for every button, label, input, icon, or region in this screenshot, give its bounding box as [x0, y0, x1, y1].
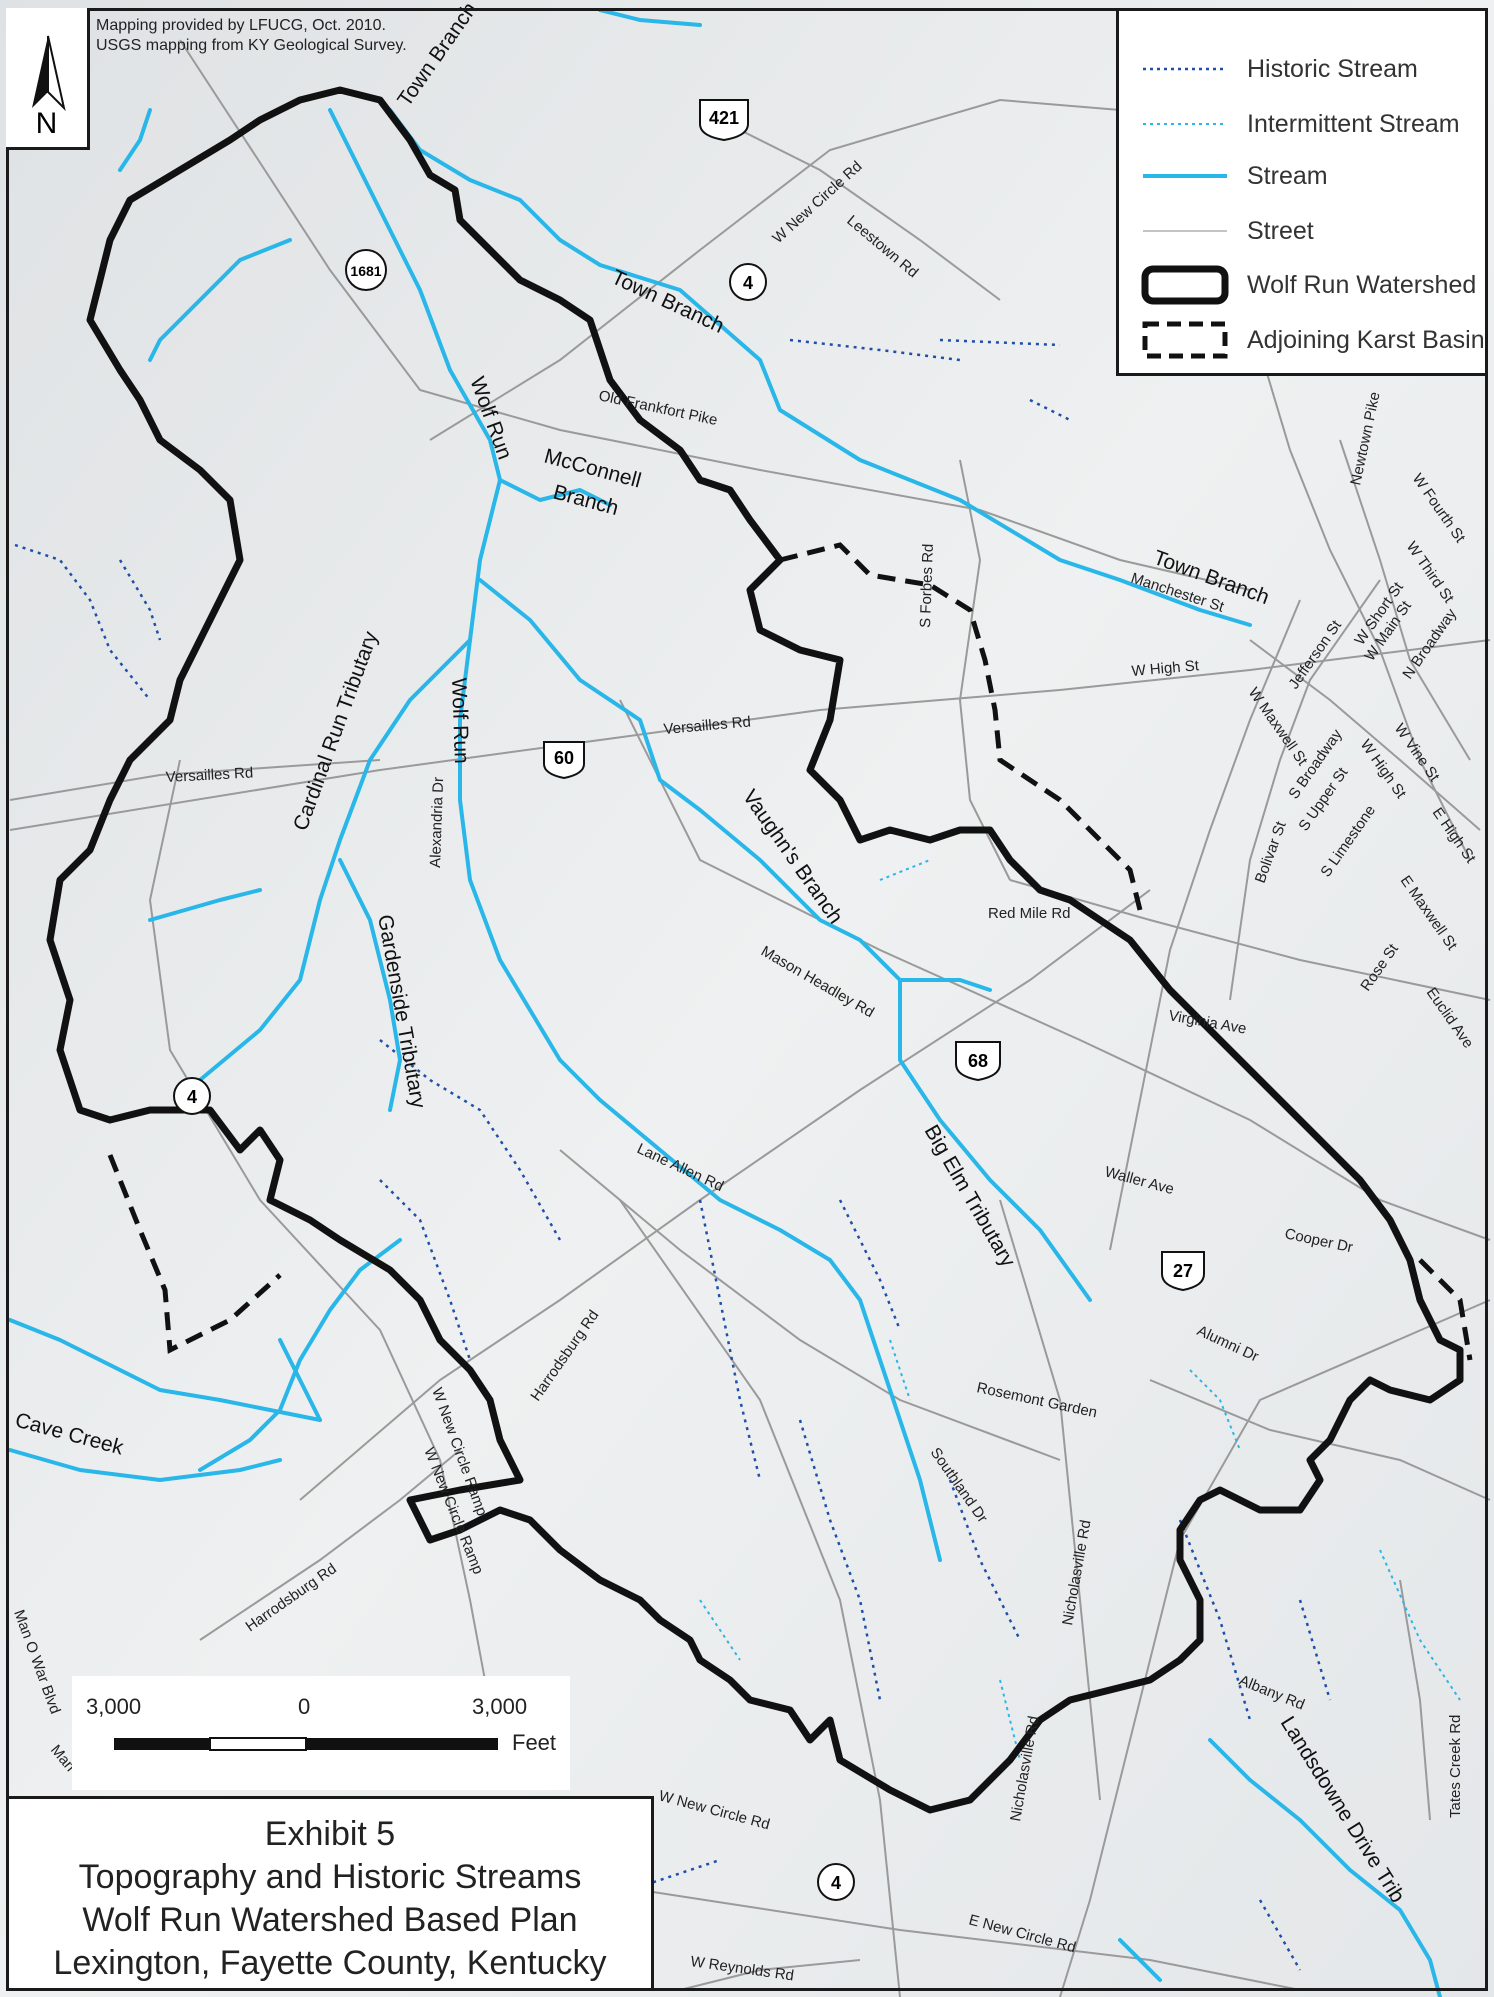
- credit-line-1: Mapping provided by LFUCG, Oct. 2010.: [96, 17, 386, 34]
- svg-text:W High St: W High St: [1131, 657, 1201, 680]
- location-title: Lexington, Fayette County, Kentucky: [53, 1944, 607, 1982]
- intermittent-stream-symbol-icon: [1143, 123, 1227, 125]
- scale-bar-graphic: [114, 1737, 498, 1751]
- svg-text:S Forbes Rd: S Forbes Rd: [917, 543, 937, 628]
- credit-line-2: USGS mapping from KY Geological Survey.: [96, 37, 407, 54]
- route-shield-27: 27: [1161, 1251, 1205, 1292]
- mapping-credit: Mapping provided by LFUCG, Oct. 2010. US…: [96, 16, 407, 56]
- intermittent-streams: [699, 859, 1461, 1761]
- route-shield-4-west: 4: [173, 1077, 211, 1115]
- svg-text:4: 4: [187, 1087, 197, 1107]
- route-shield-1681: 1681: [345, 249, 387, 291]
- streams: [8, 8, 1442, 1997]
- legend-intermittent-stream: Intermittent Stream: [1139, 102, 1460, 146]
- svg-text:27: 27: [1173, 1261, 1193, 1281]
- route-shield-421: 421: [699, 99, 749, 142]
- legend-historic-stream: Historic Stream: [1139, 47, 1418, 91]
- svg-text:Wolf Run: Wolf Run: [447, 677, 473, 764]
- route-shield-60: 60: [543, 741, 585, 780]
- legend-label: Street: [1247, 216, 1314, 245]
- svg-text:Versailles Rd: Versailles Rd: [165, 764, 253, 786]
- stream-symbol-icon: [1143, 174, 1227, 178]
- north-arrow-icon: [32, 35, 66, 112]
- karst-basin-symbol-icon: [1142, 321, 1228, 359]
- svg-text:60: 60: [554, 748, 574, 768]
- legend-karst-basin: Adjoining Karst Basin: [1139, 318, 1485, 362]
- plan-title: Wolf Run Watershed Based Plan: [82, 1901, 578, 1939]
- north-arrow-box: N: [6, 8, 90, 150]
- scale-bar: 3,000 0 3,000 Feet: [72, 1676, 570, 1790]
- legend-wolf-run-watershed: Wolf Run Watershed: [1139, 263, 1476, 307]
- svg-text:Tates Creek Rd: Tates Creek Rd: [1447, 1715, 1464, 1818]
- route-shield-68: 68: [955, 1041, 1001, 1082]
- karst-basin-outline: [107, 542, 1473, 1361]
- exhibit-title: Exhibit 5: [264, 1815, 396, 1853]
- svg-text:421: 421: [709, 108, 739, 128]
- legend-stream: Stream: [1139, 154, 1328, 198]
- scale-unit-label: Feet: [512, 1730, 557, 1755]
- route-shield-4-south: 4: [817, 1863, 855, 1901]
- map-legend: Historic Stream Intermittent Stream Stre…: [1116, 8, 1488, 376]
- map-title-block: Exhibit 5 Topography and Historic Stream…: [6, 1796, 654, 1991]
- legend-label: Intermittent Stream: [1247, 109, 1460, 138]
- svg-text:1681: 1681: [350, 263, 381, 279]
- legend-street: Street: [1139, 209, 1314, 253]
- svg-text:4: 4: [743, 273, 753, 293]
- route-shield-4-north: 4: [729, 263, 767, 301]
- svg-text:68: 68: [968, 1051, 988, 1071]
- legend-label: Historic Stream: [1247, 54, 1418, 83]
- svg-text:Alexandria Dr: Alexandria Dr: [427, 777, 447, 868]
- scale-mid-label: 0: [298, 1694, 311, 1719]
- svg-text:4: 4: [831, 1873, 841, 1893]
- watershed-symbol-icon: [1141, 265, 1229, 305]
- historic-streams: [14, 338, 1332, 1971]
- legend-label: Wolf Run Watershed: [1247, 270, 1477, 299]
- historic-stream-symbol-icon: [1143, 67, 1227, 71]
- legend-label: Adjoining Karst Basin: [1247, 325, 1485, 354]
- scale-right-label: 3,000: [472, 1694, 528, 1719]
- svg-text:Red Mile Rd: Red Mile Rd: [988, 905, 1071, 922]
- wolf-run-watershed-outline: [46, 86, 1464, 1814]
- scale-left-label: 3,000: [86, 1694, 142, 1719]
- legend-label: Stream: [1247, 161, 1328, 190]
- street-symbol-icon: [1143, 230, 1227, 232]
- north-label: N: [35, 107, 58, 140]
- map-subject-title: Topography and Historic Streams: [78, 1858, 582, 1896]
